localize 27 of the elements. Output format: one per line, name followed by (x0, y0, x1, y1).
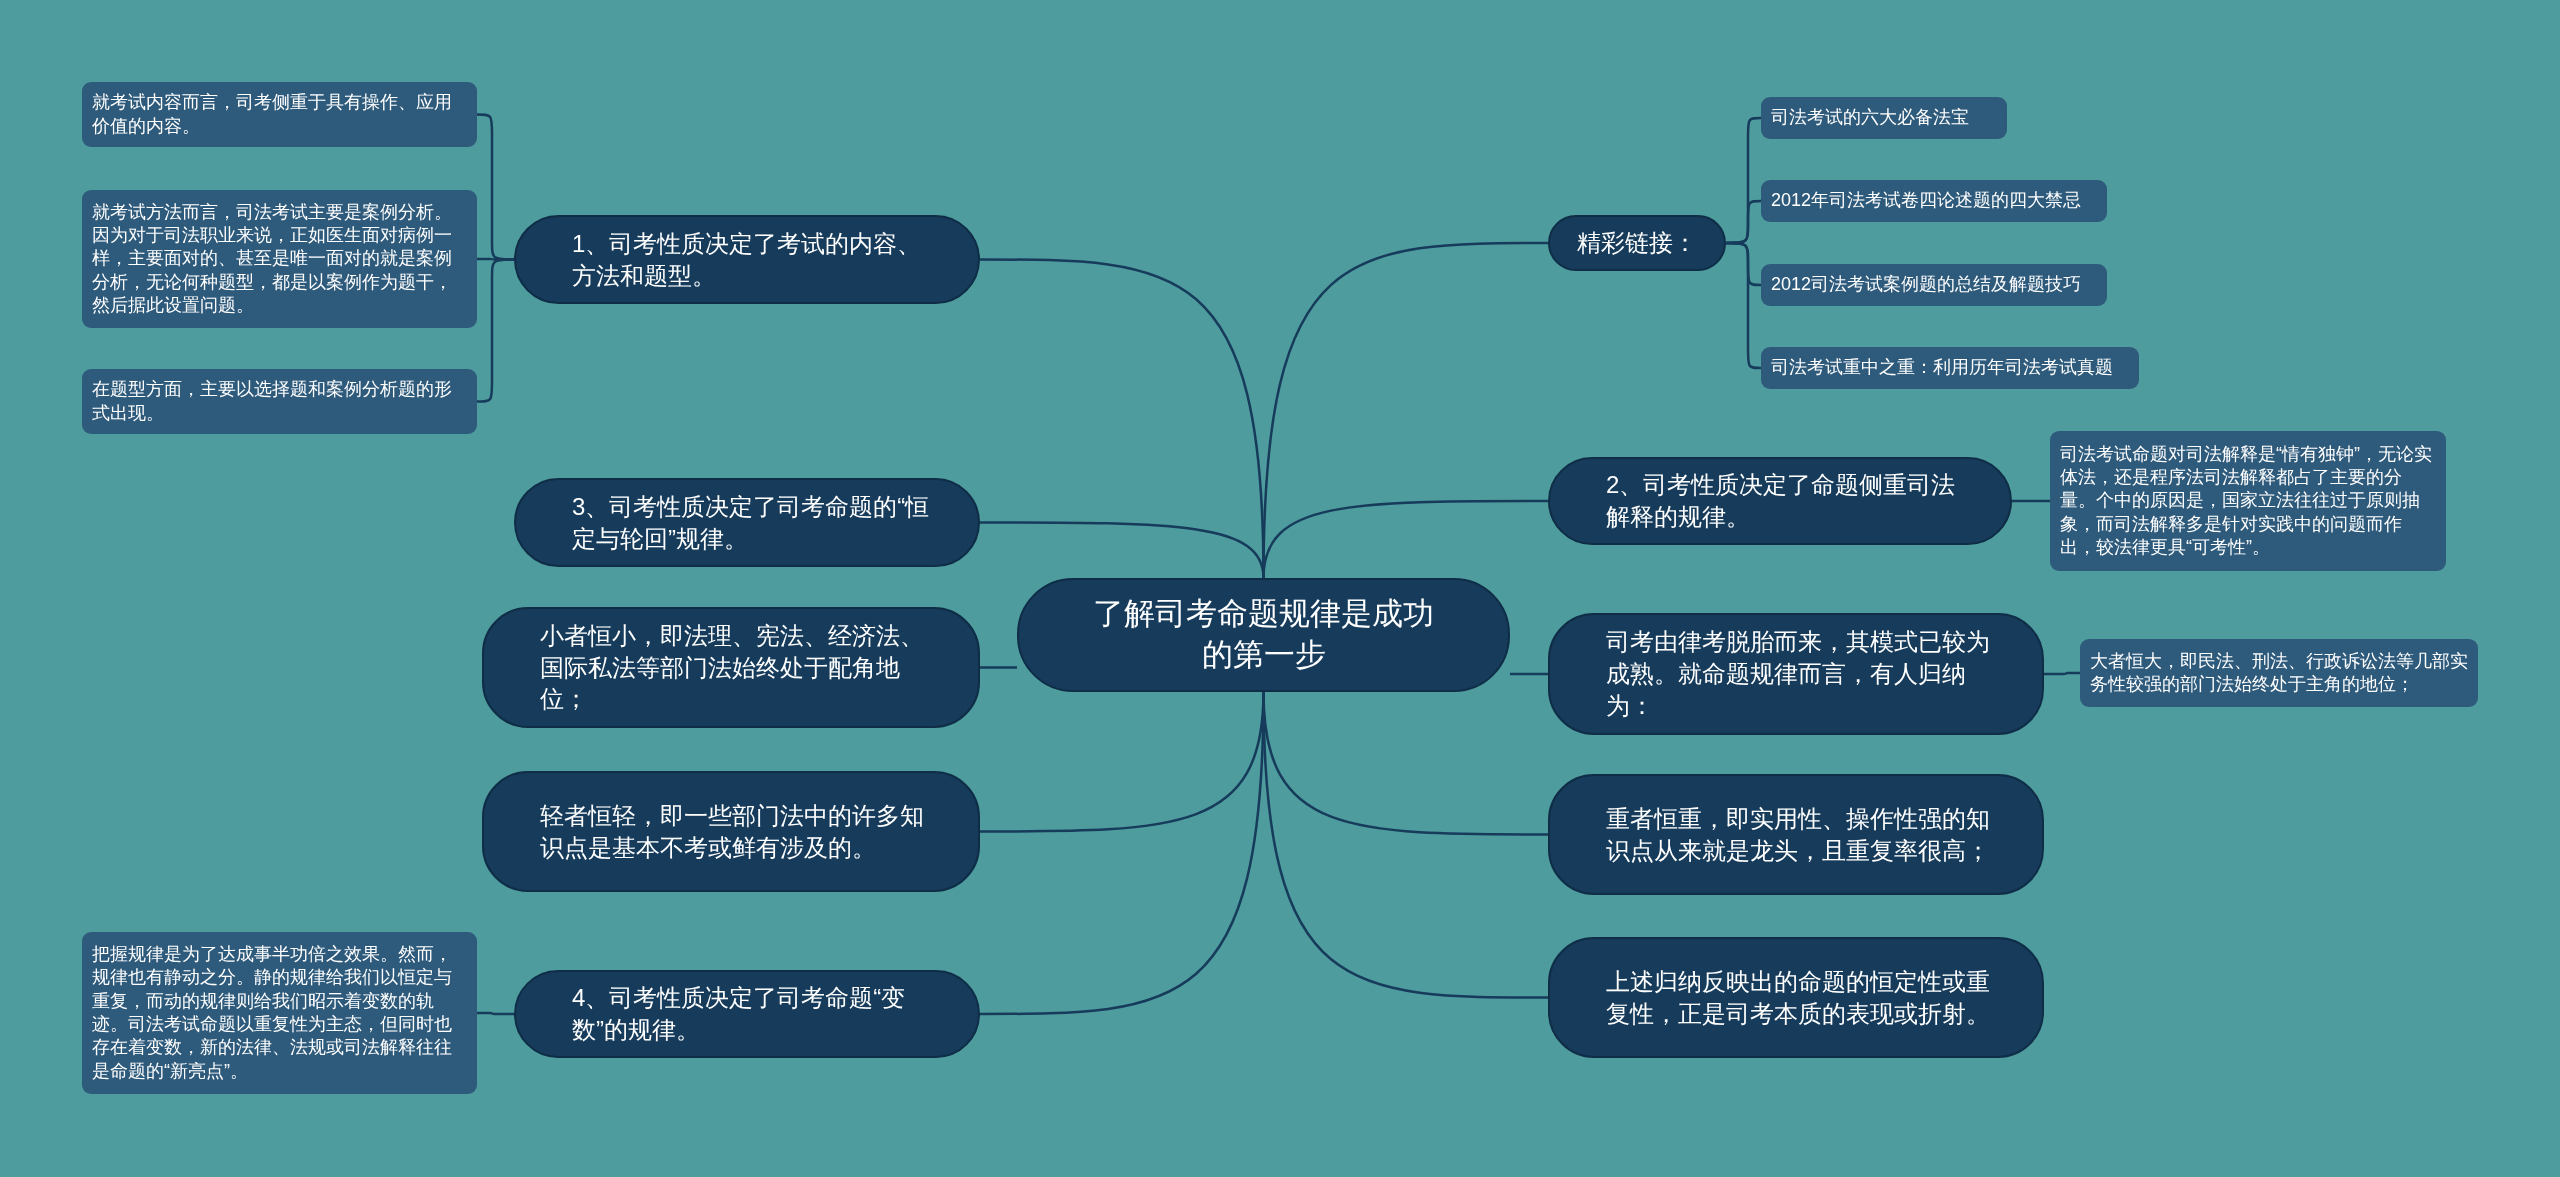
topic-box: 4、司考性质决定了司考命题“变数”的规律。 (514, 970, 980, 1058)
topic-box: 1、司考性质决定了考试的内容、方法和题型。 (514, 215, 980, 304)
topic-box: 小者恒小，即法理、宪法、经济法、国际私法等部门法始终处于配角地位； (482, 607, 980, 728)
connector-line (2012, 499, 2050, 503)
note-box: 把握规律是为了达成事半功倍之效果。然而，规律也有静动之分。静的规律给我们以恒定与重复，而动的规律则给我们昭示着变数的轨迹。司法考试命题以重复性为主态，但同时也存在着变数，新的法律、法规或司法解释往往是命题的“新亮点”。 (82, 932, 477, 1094)
topic-box: 轻者恒轻，即一些部门法中的许多知识点是基本不考或鲜有涉及的。 (482, 771, 980, 892)
connector-line (477, 1011, 514, 1016)
connector-line (1262, 499, 1548, 579)
central-topic: 了解司考命题规律是成功的第一步 (1017, 578, 1510, 692)
topic-box: 上述归纳反映出的命题的恒定性或重复性，正是司考本质的表现或折射。 (1548, 937, 2044, 1058)
note-box: 司法考试命题对司法解释是“情有独钟”，无论实体法，还是程序法司法解释都占了主要的分量。个中的原因是，国家立法往往过于原则抽象，而司法解释多是针对实践中的问题而作出，较法律更具“可考性”。 (2050, 431, 2446, 571)
connector-line (2044, 671, 2080, 676)
note-box: 司法考试的六大必备法宝 (1761, 97, 2007, 139)
topic-box: 司考由律考脱胎而来，其模式已较为成熟。就命题规律而言，有人归纳为： (1548, 613, 2044, 735)
topic-box: 精彩链接： (1548, 215, 1726, 271)
note-box: 在题型方面，主要以选择题和案例分析题的形式出现。 (82, 369, 477, 434)
topic-box: 3、司考性质决定了司考命题的“恒定与轮回”规律。 (514, 478, 980, 567)
connector-line (1510, 672, 1548, 676)
note-box: 大者恒大，即民法、刑法、行政诉讼法等几部实务性较强的部门法始终处于主角的地位； (2080, 639, 2478, 707)
topic-box: 重者恒重，即实用性、操作性强的知识点从来就是龙头，且重复率很高； (1548, 774, 2044, 895)
note-box: 2012年司法考试卷四论述题的四大禁忌 (1761, 180, 2107, 222)
note-box: 2012司法考试案例题的总结及解题技巧 (1761, 264, 2107, 306)
note-box: 司法考试重中之重：利用历年司法考试真题 (1761, 347, 2139, 389)
connector-line (980, 666, 1017, 669)
topic-box: 2、司考性质决定了命题侧重司法解释的规律。 (1548, 457, 2012, 545)
note-box: 就考试方法而言，司法考试主要是案例分析。因为对于司法职业来说，正如医生面对病例一样，主要面对的、甚至是唯一面对的就是案例分析，无论何种题型，都是以案例作为题干，然后据此设置问题。 (82, 190, 477, 328)
note-box: 就考试内容而言，司考侧重于具有操作、应用价值的内容。 (82, 82, 477, 147)
